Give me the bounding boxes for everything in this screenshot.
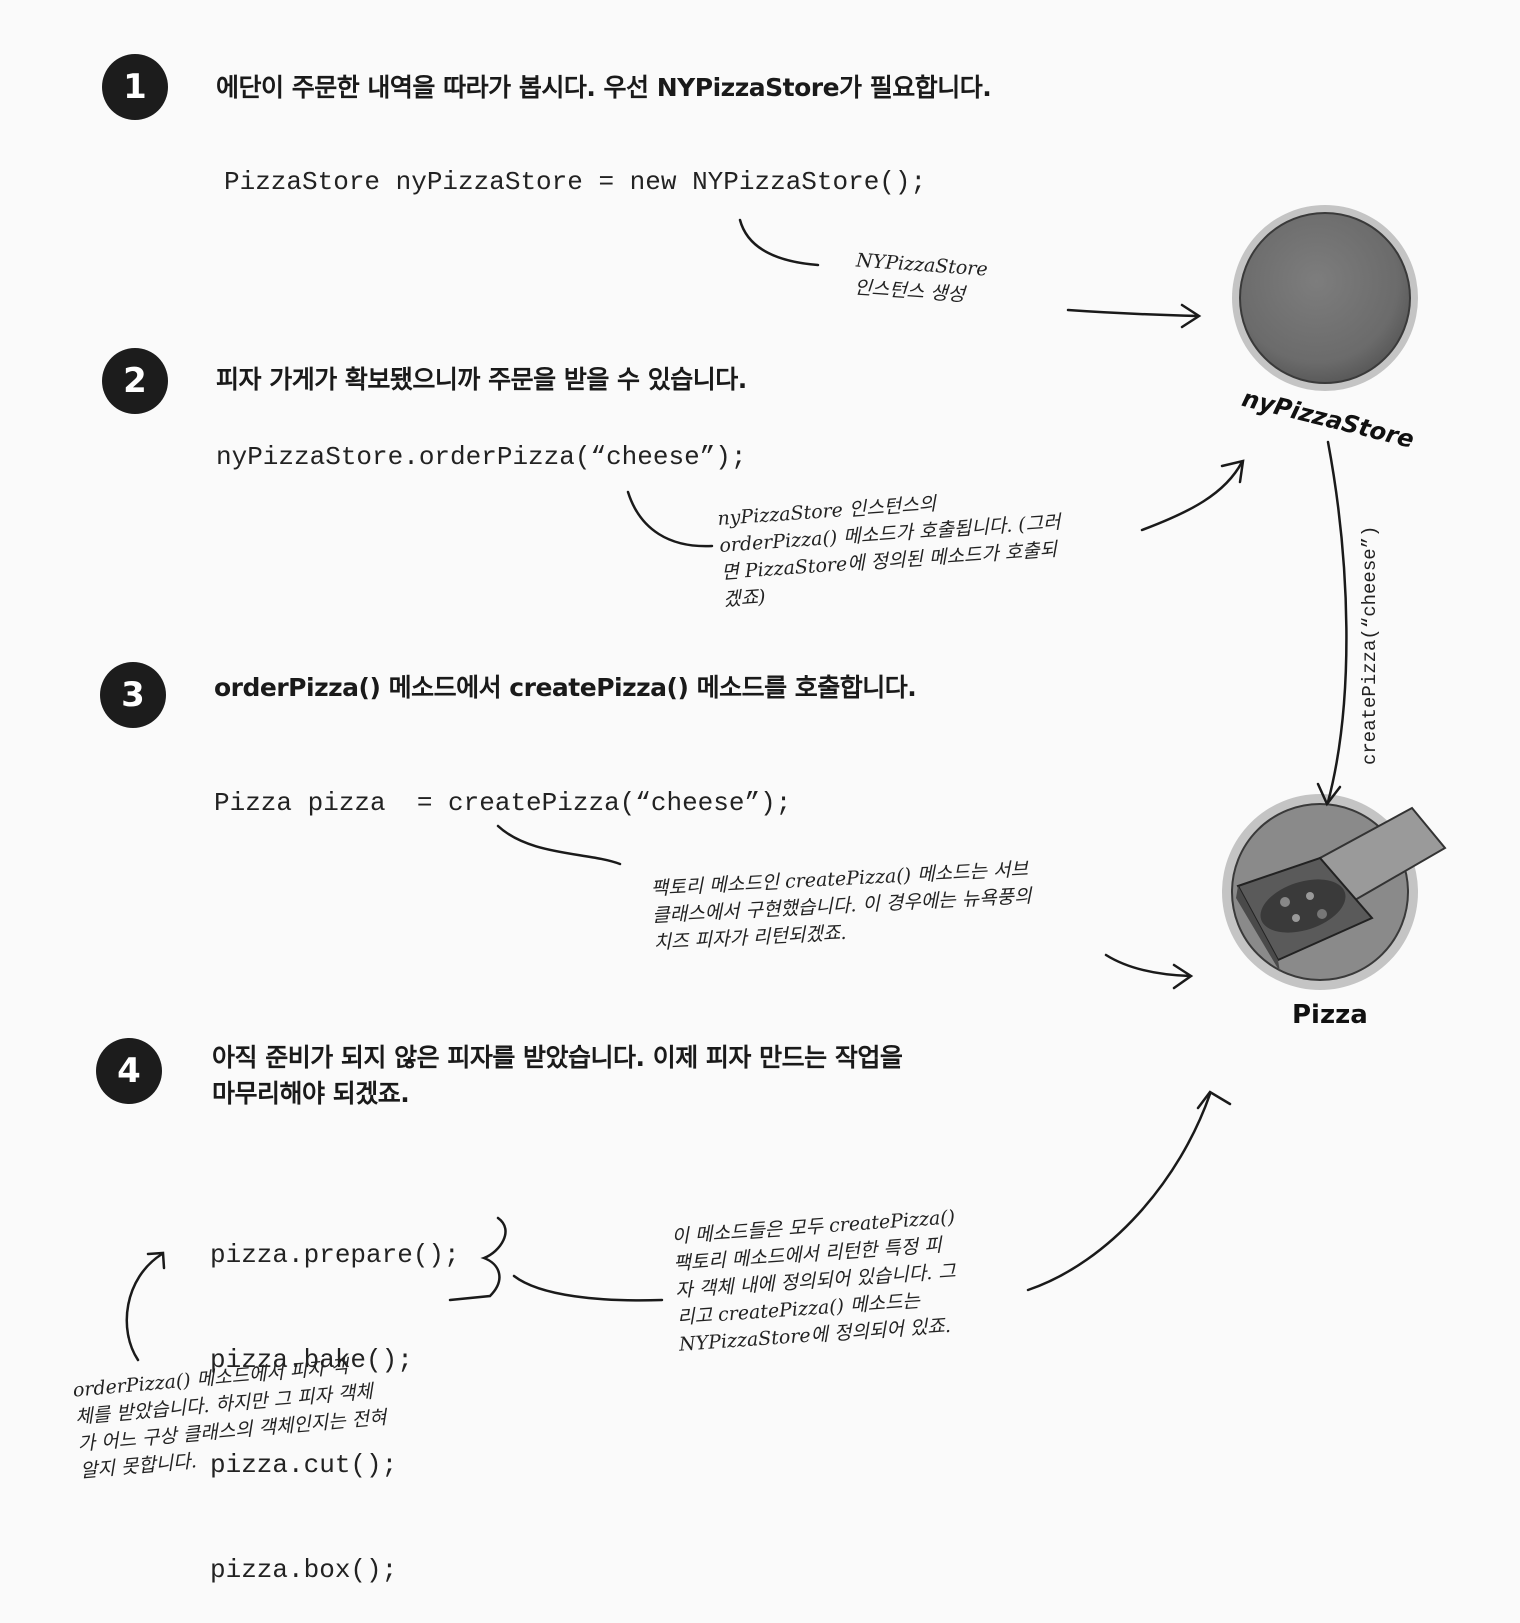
step-2-badge: 2 [102,348,168,414]
step-number: 2 [123,361,147,401]
step-4-text: 아직 준비가 되지 않은 피자를 받았습니다. 이제 피자 만드는 작업을 마무… [212,1043,903,1109]
step-2-text: 피자 가게가 확보됐으니까 주문을 받을 수 있습니다. [216,365,747,394]
arrow-to-store [1066,308,1200,318]
code-line-cut: pizza.cut(); [210,1450,398,1480]
pointer-curve-4 [512,1274,664,1302]
code-line-box: pizza.box(); [210,1555,398,1585]
nypizzastore-object [1239,212,1411,384]
step-1-text: 에단이 주문한 내역을 따라가 봅시다. 우선 NYPizzaStore가 필요… [216,73,992,102]
arrow-up-to-store [1140,460,1244,532]
arrow-up-to-code [125,1252,164,1362]
code-line-3: Pizza pizza = createPizza(“cheese”); [214,788,792,818]
pizza-label: Pizza [1292,1000,1368,1030]
step-number: 1 [123,67,147,107]
pointer-curve-3 [496,824,622,866]
step-4-badge: 4 [96,1038,162,1104]
pointer-curve-2 [626,490,714,548]
arrow-up-to-pizza [1026,1092,1212,1292]
step-3-badge: 3 [100,662,166,728]
pizza-box-icon [1236,806,1447,972]
code-line-1: PizzaStore nyPizzaStore = new NYPizzaSto… [224,167,927,197]
diagram-art: createPizza(“cheese”) [125,205,1447,1362]
arrow-createpizza [1326,440,1348,804]
pointer-curve-1 [738,218,820,267]
createpizza-arrow-label: createPizza(“cheese”) [1359,526,1381,765]
step-3-text: orderPizza() 메소드에서 createPizza() 메소드를 호출… [214,673,917,702]
code-brace [448,1216,507,1302]
step-number: 4 [117,1051,141,1091]
arrow-to-pizza [1104,953,1192,978]
step-number: 3 [121,675,145,715]
step-1-badge: 1 [102,54,168,120]
code-line-2: nyPizzaStore.orderPizza(“cheese”); [216,442,747,472]
code-line-prepare: pizza.prepare(); [210,1240,460,1270]
code-line-bake: pizza.bake(); [210,1345,413,1375]
